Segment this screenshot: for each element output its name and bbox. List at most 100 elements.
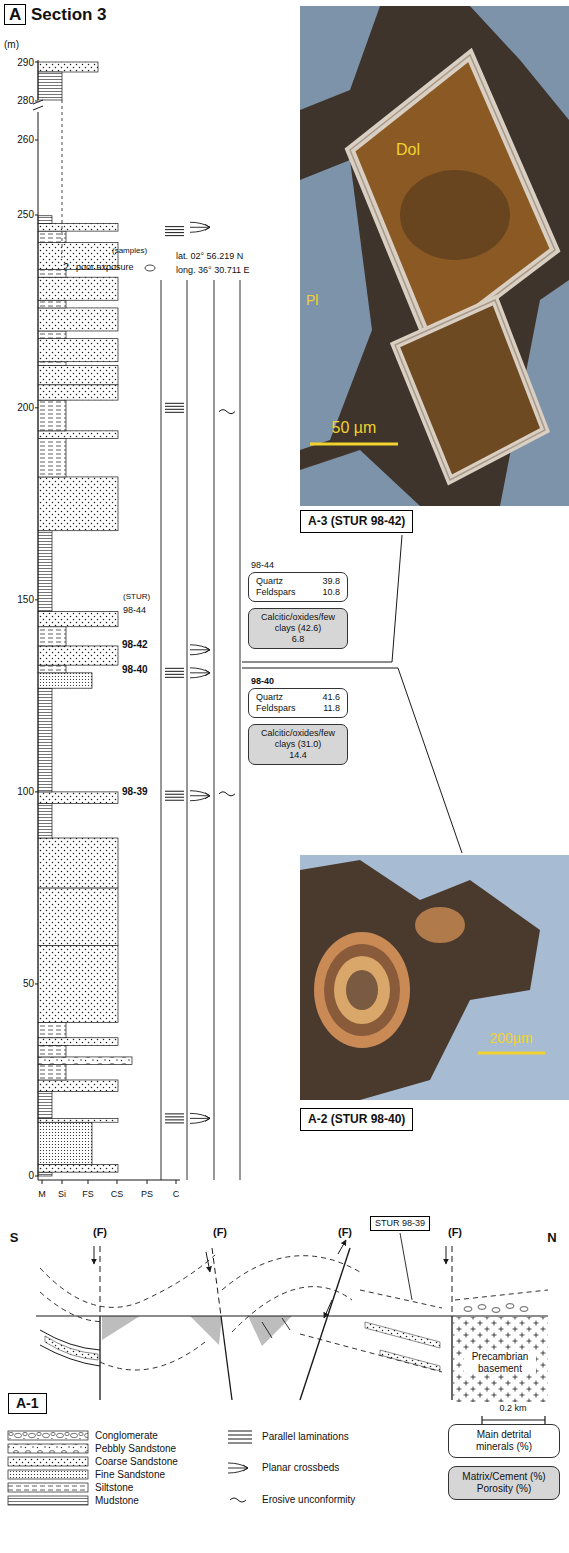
- lithology-bed: [38, 366, 118, 385]
- map-label: (samples): [112, 246, 147, 255]
- lithology-bed: [38, 1065, 66, 1080]
- plagioclase-grain: [300, 6, 380, 110]
- lamination-symbol: [165, 227, 184, 236]
- photo-ground: [300, 855, 569, 1100]
- table-cell: 10.8: [322, 587, 340, 598]
- lithology-bed: [38, 400, 66, 431]
- shaded-wedge: [190, 1316, 222, 1345]
- lamination-symbol: [165, 403, 184, 412]
- axis-tick: [117, 1180, 118, 1184]
- axis-label: 200: [17, 402, 34, 414]
- axis-label: 250: [17, 209, 34, 221]
- legend-pattern: [8, 1483, 88, 1492]
- fault-line: [300, 1248, 350, 1400]
- sample-heading: 98-40: [248, 676, 348, 687]
- matrix-box: Calcitic/oxides/few clays (31.0)14.4: [248, 724, 348, 765]
- axis-tick: [35, 791, 38, 792]
- lithology-bed: [38, 300, 66, 308]
- legend-text: Mudstone: [95, 1495, 139, 1507]
- scale-bar: [310, 443, 398, 446]
- map-label: long. 36° 30.711 E: [176, 265, 250, 275]
- lithology-bed: [38, 627, 66, 646]
- lithology-bed: [38, 339, 118, 362]
- lamination-symbol: [165, 668, 184, 677]
- lithology-bed: [38, 1091, 52, 1118]
- axis-break: [33, 100, 43, 110]
- lithology-bed: [38, 646, 118, 665]
- fault-line: [212, 1248, 221, 1316]
- conglomerate-clast: [520, 1307, 528, 1312]
- fault-arrow: [446, 1246, 447, 1264]
- axis-tick: [35, 1176, 38, 1177]
- photomicrograph: [300, 6, 569, 506]
- sandstone-band: [365, 1322, 440, 1348]
- lithology-bed: [38, 62, 98, 72]
- legend-text: Main detrital minerals (%): [465, 1429, 543, 1453]
- legend-pattern: [8, 1457, 88, 1466]
- map-label: 98-40: [122, 664, 148, 676]
- table-cell: Feldspars: [256, 587, 316, 598]
- node-text: A-3 (STUR 98-42): [308, 514, 405, 529]
- minor-fault: [262, 1318, 290, 1338]
- axis-tick: [35, 62, 38, 63]
- node-text: 6.8: [253, 634, 343, 645]
- fault-arrow: [324, 1300, 332, 1318]
- legend-pattern: [8, 1496, 88, 1505]
- lithology-bed: [38, 270, 66, 278]
- table-cell: Quartz: [256, 692, 316, 703]
- sample-heading: 98-44: [248, 560, 348, 571]
- legend-symbols: [8, 1431, 252, 1505]
- photo-annotation: Pl: [306, 292, 318, 308]
- grain-size-label: C: [173, 1189, 180, 1199]
- leader-line: [400, 1233, 412, 1300]
- dolomite-rim: [395, 300, 545, 480]
- conglomerate-clast: [492, 1308, 500, 1313]
- lithology-bed: [38, 611, 118, 626]
- fault-arrow: [94, 1246, 95, 1264]
- axis-tick: [35, 599, 38, 600]
- axis-label: 280: [17, 95, 34, 107]
- photo-annotation: 50 µm: [332, 419, 377, 437]
- erosion-symbol: [219, 410, 235, 414]
- axis-tick: [35, 215, 38, 216]
- mineral-box: 98-40Quartz41.6Feldspars11.8: [248, 676, 348, 718]
- grain-size-label: CS: [111, 1189, 124, 1199]
- map-label: lat. 02° 56.219 N: [176, 251, 243, 261]
- table-cell: 41.6: [322, 692, 340, 703]
- map-label: N: [547, 1231, 556, 1246]
- dolomite-rhomb: [395, 300, 545, 480]
- basement: [453, 1317, 548, 1402]
- sandstone-band: [380, 1350, 440, 1371]
- node-text: A-2 (STUR 98-40): [308, 1112, 405, 1127]
- axis-label: 290: [17, 57, 34, 69]
- fault-arrow: [206, 1252, 210, 1272]
- axis-tick: [88, 1180, 89, 1184]
- bed-trace: [360, 1290, 442, 1308]
- lithology-bed: [38, 531, 52, 612]
- lithology-bed: [38, 216, 52, 224]
- photo-ground: [300, 6, 569, 506]
- map-label: (F): [448, 1226, 462, 1239]
- fault-arrow: [338, 1240, 346, 1254]
- lithology-bed: [38, 1038, 118, 1046]
- map-label: S: [10, 1231, 19, 1246]
- legend-text: Coarse Sandstone: [95, 1456, 178, 1468]
- legend-pattern: [8, 1470, 88, 1479]
- shaded-wedge: [102, 1316, 140, 1340]
- mineral-table: Quartz41.6Feldspars11.8: [248, 688, 348, 718]
- legend-text: Erosive unconformity: [262, 1494, 355, 1506]
- map-label: 98-44: [123, 605, 146, 615]
- node-text: 14.4: [253, 750, 343, 761]
- axis-tick: [42, 1180, 43, 1184]
- conglomerate-clast: [506, 1304, 514, 1309]
- lithology-bed: [38, 665, 66, 673]
- lithology-bed: [38, 223, 118, 231]
- axis-tick: [35, 407, 38, 408]
- ooid-coating: [314, 932, 410, 1048]
- crossbed-symbol: [190, 222, 210, 232]
- lithology-bed: [38, 1118, 118, 1122]
- map-label: poor exposure: [76, 262, 134, 272]
- map-label: (F): [213, 1226, 227, 1239]
- axis-label: (m): [4, 39, 19, 51]
- legend-text: Siltstone: [95, 1482, 133, 1494]
